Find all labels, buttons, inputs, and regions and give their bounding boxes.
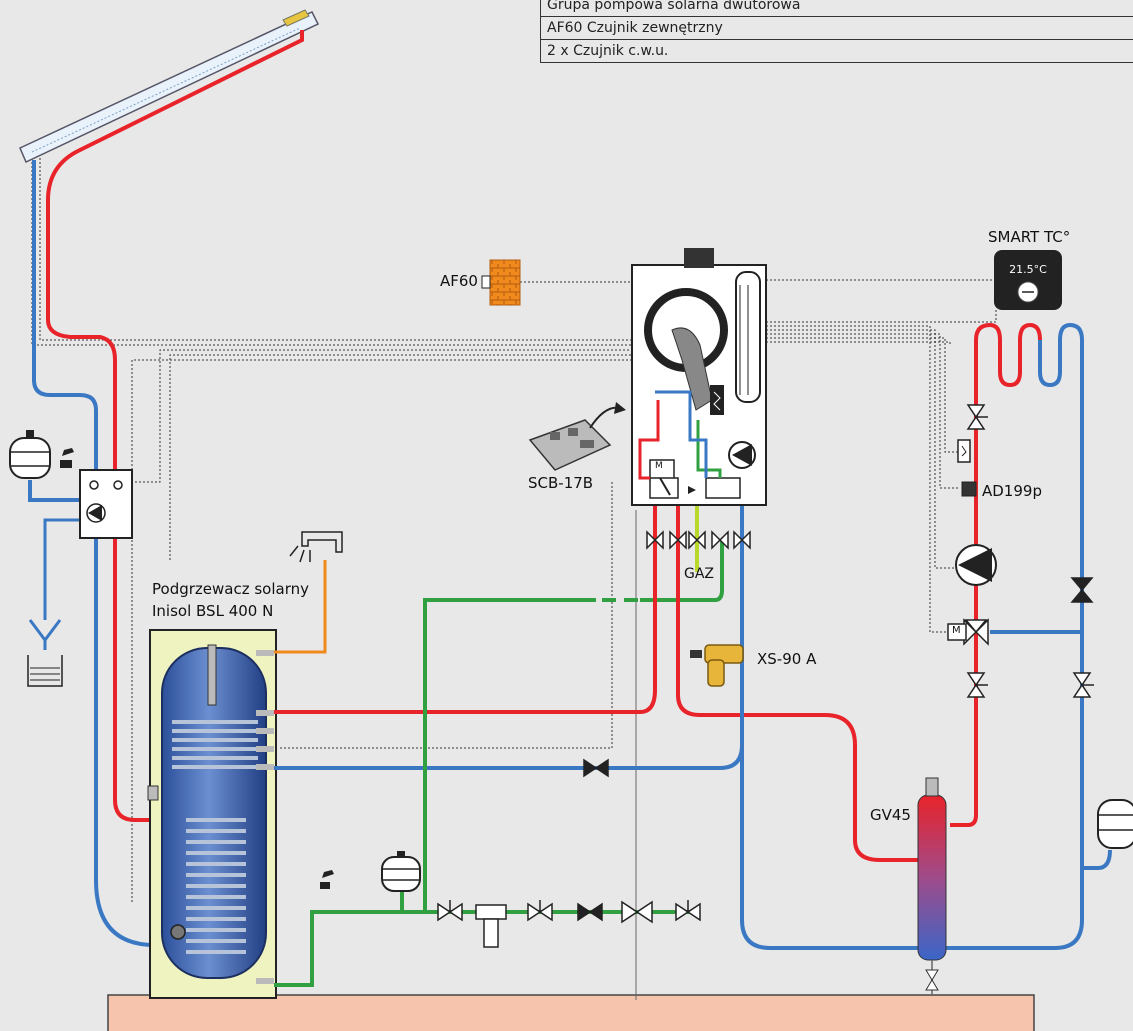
- ad199p-label: AD199p: [982, 482, 1042, 500]
- solar-return-pipe: [32, 160, 156, 947]
- smart-tc-thermostat: 21.5°C: [994, 250, 1062, 310]
- tank-coil-return-pipe: [274, 560, 744, 770]
- boiler: [631, 248, 767, 506]
- mixing-valve-motor-label: M: [952, 625, 961, 636]
- heater-label-line2: Inisol BSL 400 N: [152, 602, 274, 620]
- dhw-tank: [147, 629, 277, 999]
- solar-pump-group: [79, 469, 133, 539]
- cold-line-valves: [437, 900, 701, 948]
- scb17b-label: SCB-17B: [528, 474, 594, 492]
- radiator-connection-pipe: [1082, 849, 1112, 870]
- af60-label: AF60: [440, 272, 478, 290]
- legend-table: Grupa pompowa solarna dwutorowa AF60 Czu…: [540, 0, 1133, 63]
- solar-expansion-vessel: [9, 430, 51, 479]
- faucet-icon-cold: [320, 870, 334, 889]
- floor: [107, 994, 1035, 1031]
- mixing-valve-motor: [947, 623, 967, 641]
- heating-valves: [963, 404, 1094, 698]
- heating-pump: [955, 544, 997, 586]
- boiler-outlet-valves: [646, 530, 751, 550]
- af60-sensor: [481, 259, 521, 306]
- gas-label: GAZ: [684, 566, 715, 582]
- control-wires: [31, 150, 997, 902]
- xs90a-label: XS-90 A: [757, 650, 817, 668]
- solar-collector: [19, 9, 320, 164]
- faucet-icon-dhw: [289, 531, 343, 563]
- boiler-ch-return-pipe: [739, 505, 918, 950]
- boiler-cwu-flow-pipe: [639, 505, 657, 714]
- gv45-separator: [917, 777, 947, 995]
- heater-label-line1: Podgrzewacz solarny: [152, 580, 309, 598]
- cold-expansion-vessel: [381, 851, 421, 892]
- scb17b-board: [528, 402, 626, 471]
- ad199p-sensor: [961, 481, 977, 497]
- lower-solar-coil: [186, 818, 246, 954]
- heating-return-pipe: [946, 322, 1084, 950]
- thermostat-temperature: 21.5°C: [1009, 263, 1047, 276]
- xs90a-dirt-separator: [690, 644, 744, 687]
- legend-row-solar-group: Grupa pompowa solarna dwutorowa: [541, 0, 1133, 17]
- flow-sensor-icon: [957, 439, 971, 463]
- upper-heating-coil: [172, 720, 258, 769]
- faucet-icon-solar: [60, 448, 74, 468]
- gv45-label: GV45: [870, 806, 911, 824]
- heating-flow-pipe: [950, 322, 1042, 827]
- boiler-ch-flow-pipe: [676, 505, 920, 862]
- legend-row-af60: AF60 Czujnik zewnętrzny: [541, 17, 1133, 40]
- legend-row-dhw-sensors: 2 x Czujnik c.w.u.: [541, 40, 1133, 63]
- smart-tc-label: SMART TC°: [988, 228, 1071, 246]
- heating-expansion-vessel: [1097, 799, 1133, 849]
- drain-bucket: [27, 655, 63, 687]
- solar-flow-pipe: [46, 30, 304, 822]
- boiler-motor-label: M: [655, 461, 663, 471]
- check-valve: [583, 758, 609, 778]
